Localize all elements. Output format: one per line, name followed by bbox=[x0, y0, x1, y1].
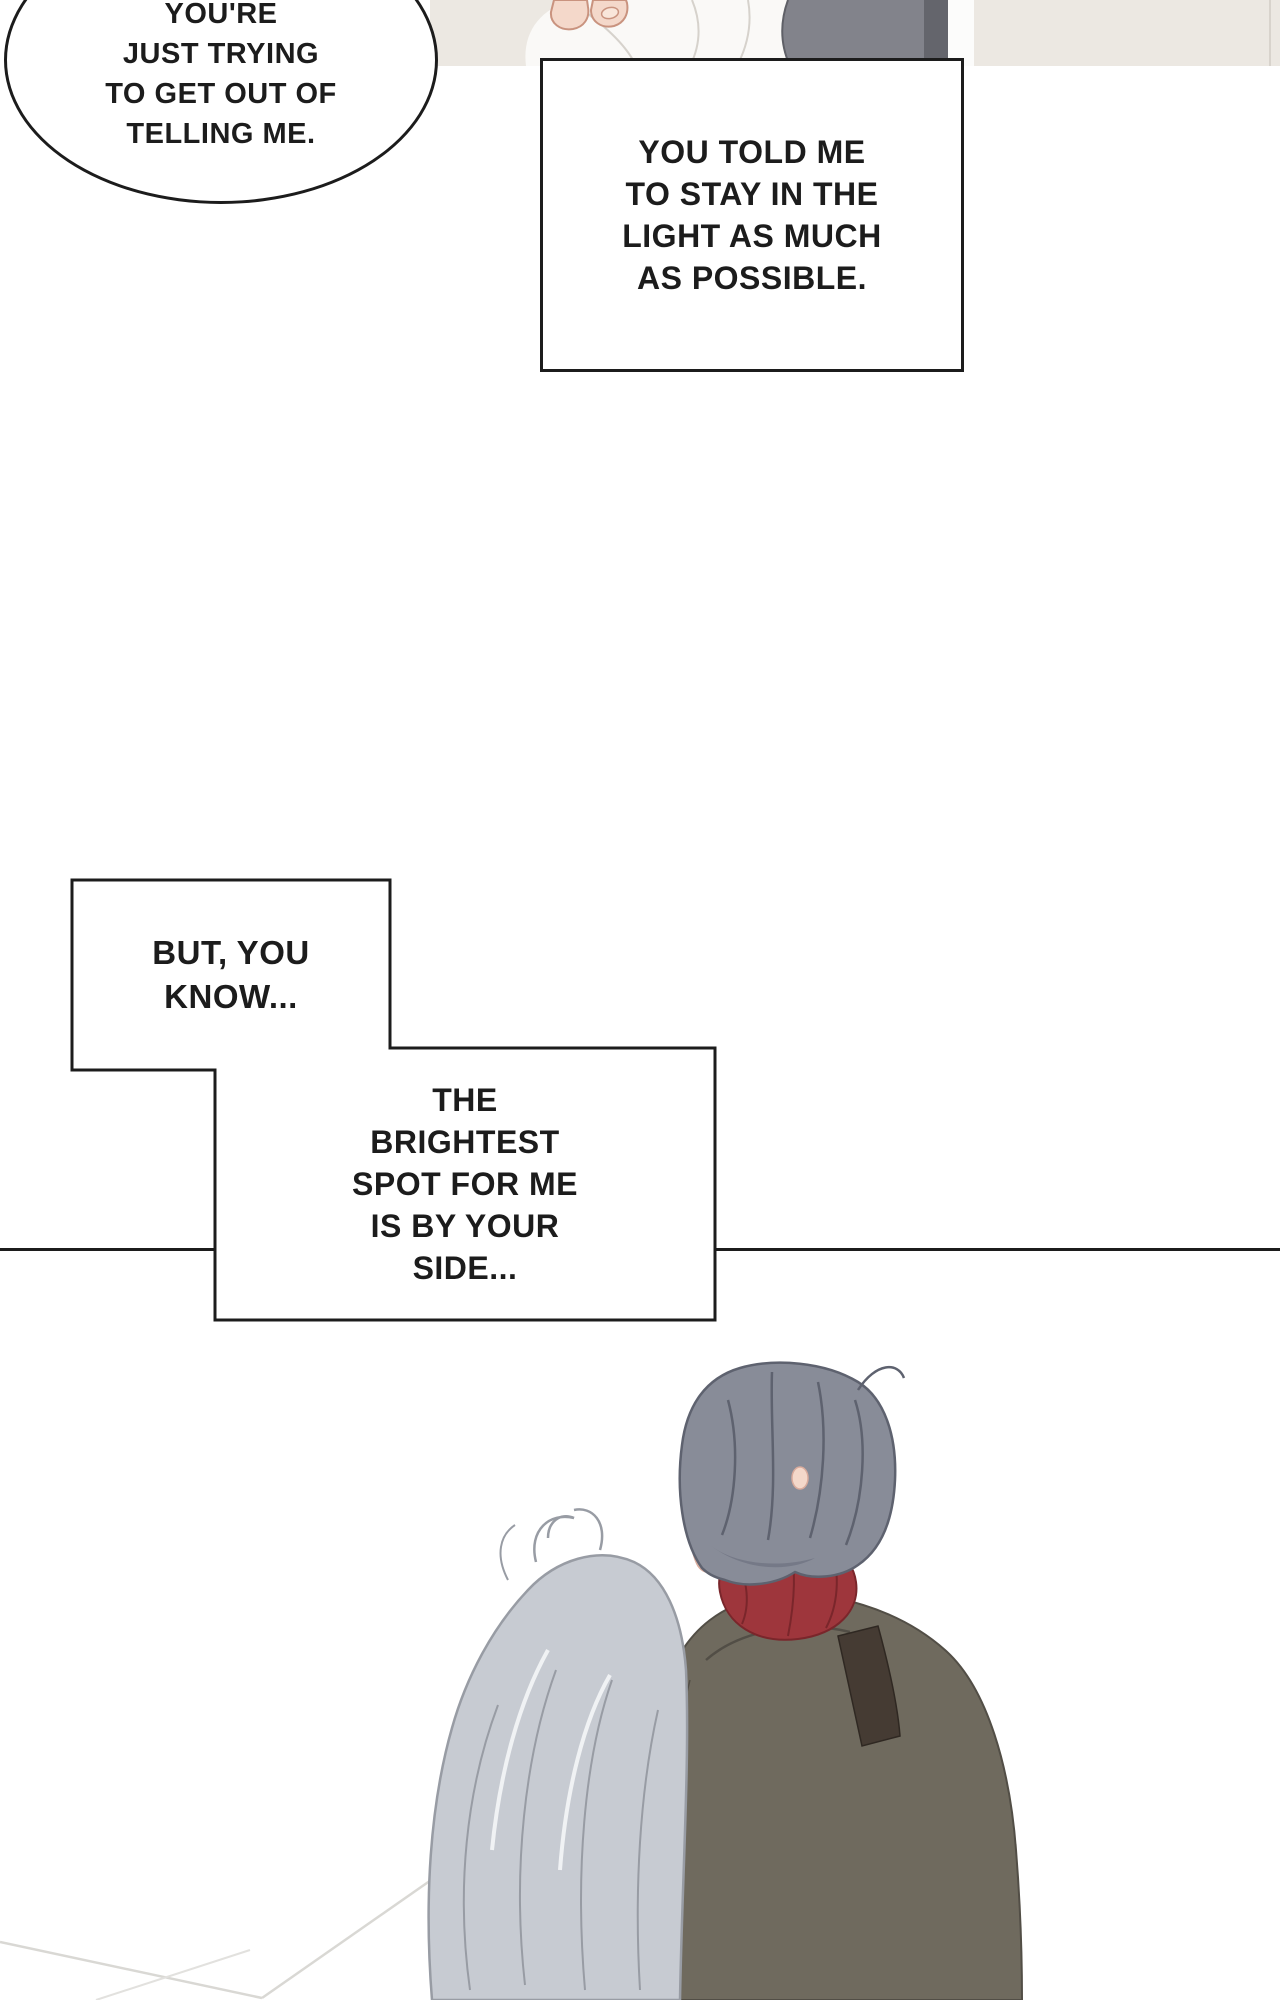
floor-line bbox=[95, 1949, 251, 2000]
bottom-panel-illustration bbox=[0, 1361, 1024, 2000]
bottom-panel-artwork bbox=[0, 1250, 1280, 2000]
hair-right bbox=[678, 1361, 897, 1586]
floor-line bbox=[261, 1876, 435, 2000]
speech-line: IS BY YOUR bbox=[370, 1208, 560, 1244]
speech-line: LIGHT AS MUCH bbox=[622, 218, 882, 254]
speech-line: TO GET OUT OF bbox=[105, 78, 337, 110]
character-right bbox=[645, 1361, 1024, 2000]
speech-line: THE bbox=[432, 1082, 498, 1118]
hair-strand-line bbox=[808, 1381, 825, 1539]
hair-strand-line bbox=[519, 1669, 557, 1986]
stepped-box-outline bbox=[70, 878, 717, 1322]
hair-curl bbox=[546, 1515, 575, 1539]
hair-strand-line bbox=[766, 1371, 775, 1541]
hair-flyaway bbox=[499, 1524, 516, 1581]
speech-box-but-you-know: BUT, YOU KNOW... bbox=[72, 880, 390, 1070]
speech-box-stepped bbox=[70, 878, 717, 1322]
speech-line: YOU'RE bbox=[164, 0, 278, 30]
hair-curl bbox=[533, 1515, 575, 1563]
speech-bubble-text: YOU'RE JUST TRYING TO GET OUT OF TELLING… bbox=[105, 0, 337, 154]
bag-strap bbox=[837, 1625, 901, 1747]
hair-strand-line bbox=[462, 1704, 499, 1991]
hair-strand-line bbox=[844, 1399, 864, 1546]
hair-curl bbox=[573, 1508, 604, 1551]
white-gap bbox=[948, 0, 974, 66]
top-panel-illustration bbox=[430, 0, 1280, 67]
speech-box-text: YOU TOLD ME TO STAY IN THE LIGHT AS MUCH… bbox=[622, 131, 882, 299]
speech-line: AS POSSIBLE. bbox=[636, 260, 868, 296]
top-panel-artwork bbox=[430, 0, 1280, 67]
fingernail bbox=[600, 6, 620, 20]
speech-line: BRIGHTEST bbox=[370, 1124, 560, 1160]
character-left bbox=[427, 1508, 689, 2000]
hair-left bbox=[427, 1554, 689, 2000]
speech-line: JUST TRYING bbox=[122, 38, 320, 70]
speech-line: SPOT FOR ME bbox=[352, 1166, 578, 1202]
speech-line: SIDE... bbox=[412, 1250, 518, 1286]
floor-line bbox=[0, 1940, 263, 2000]
jacket-fold bbox=[924, 0, 948, 66]
hair-highlight bbox=[558, 1674, 612, 1871]
speech-box-text: BUT, YOU KNOW... bbox=[152, 931, 309, 1019]
speech-box-brightest-spot: THE BRIGHTEST SPOT FOR ME IS BY YOUR SID… bbox=[215, 1048, 715, 1320]
hair-strand-line bbox=[720, 1399, 737, 1536]
speech-bubble-ellipse: YOU'RE JUST TRYING TO GET OUT OF TELLING… bbox=[4, 0, 438, 204]
hand-finger bbox=[549, 0, 590, 31]
speech-line: TELLING ME. bbox=[126, 118, 316, 150]
hair-ahoge bbox=[856, 1365, 906, 1391]
speech-line: YOU TOLD ME bbox=[638, 134, 866, 170]
speech-line: KNOW... bbox=[164, 978, 298, 1015]
hair-strand-line bbox=[580, 1679, 613, 1991]
hair-highlight bbox=[490, 1649, 550, 1851]
speech-line: TO STAY IN THE bbox=[625, 176, 879, 212]
speech-box-stay-light: YOU TOLD ME TO STAY IN THE LIGHT AS MUCH… bbox=[540, 58, 964, 372]
coat bbox=[645, 1593, 1024, 2000]
hair-strand-line bbox=[636, 1709, 659, 1991]
ear-skin bbox=[791, 1466, 809, 1490]
gray-jacket bbox=[782, 0, 948, 66]
speech-box-text: THE BRIGHTEST SPOT FOR ME IS BY YOUR SID… bbox=[352, 1079, 578, 1289]
speech-line: BUT, YOU bbox=[152, 934, 310, 971]
